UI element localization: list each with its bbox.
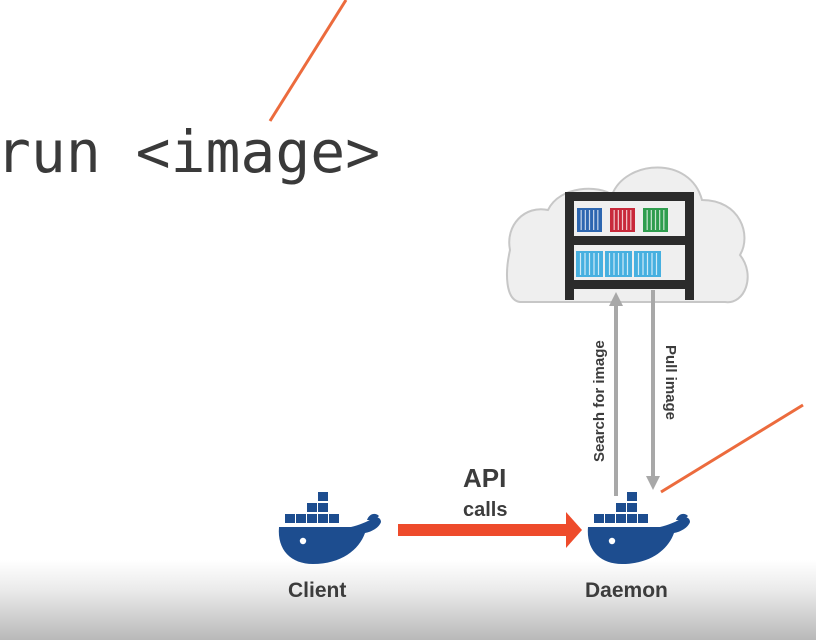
pull-image-label: Pull image [662, 345, 679, 420]
command-text: run <image> [0, 118, 381, 186]
api-calls-arrow [398, 512, 582, 548]
registry-shelf-icon [565, 192, 694, 300]
calls-label: calls [463, 499, 508, 521]
pointer-line-top [268, 0, 348, 122]
bottom-gradient-band [0, 560, 816, 640]
shipping-container-icons [576, 208, 668, 277]
client-docker-whale-icon [278, 492, 381, 564]
client-label: Client [288, 579, 347, 602]
search-for-image-label: Search for image [591, 340, 608, 462]
daemon-label: Daemon [585, 579, 668, 602]
pull-arrow [646, 290, 660, 490]
search-arrow [609, 292, 623, 496]
api-label: API [463, 463, 507, 493]
daemon-docker-whale-icon [587, 492, 690, 564]
pointer-line-right [660, 403, 804, 494]
